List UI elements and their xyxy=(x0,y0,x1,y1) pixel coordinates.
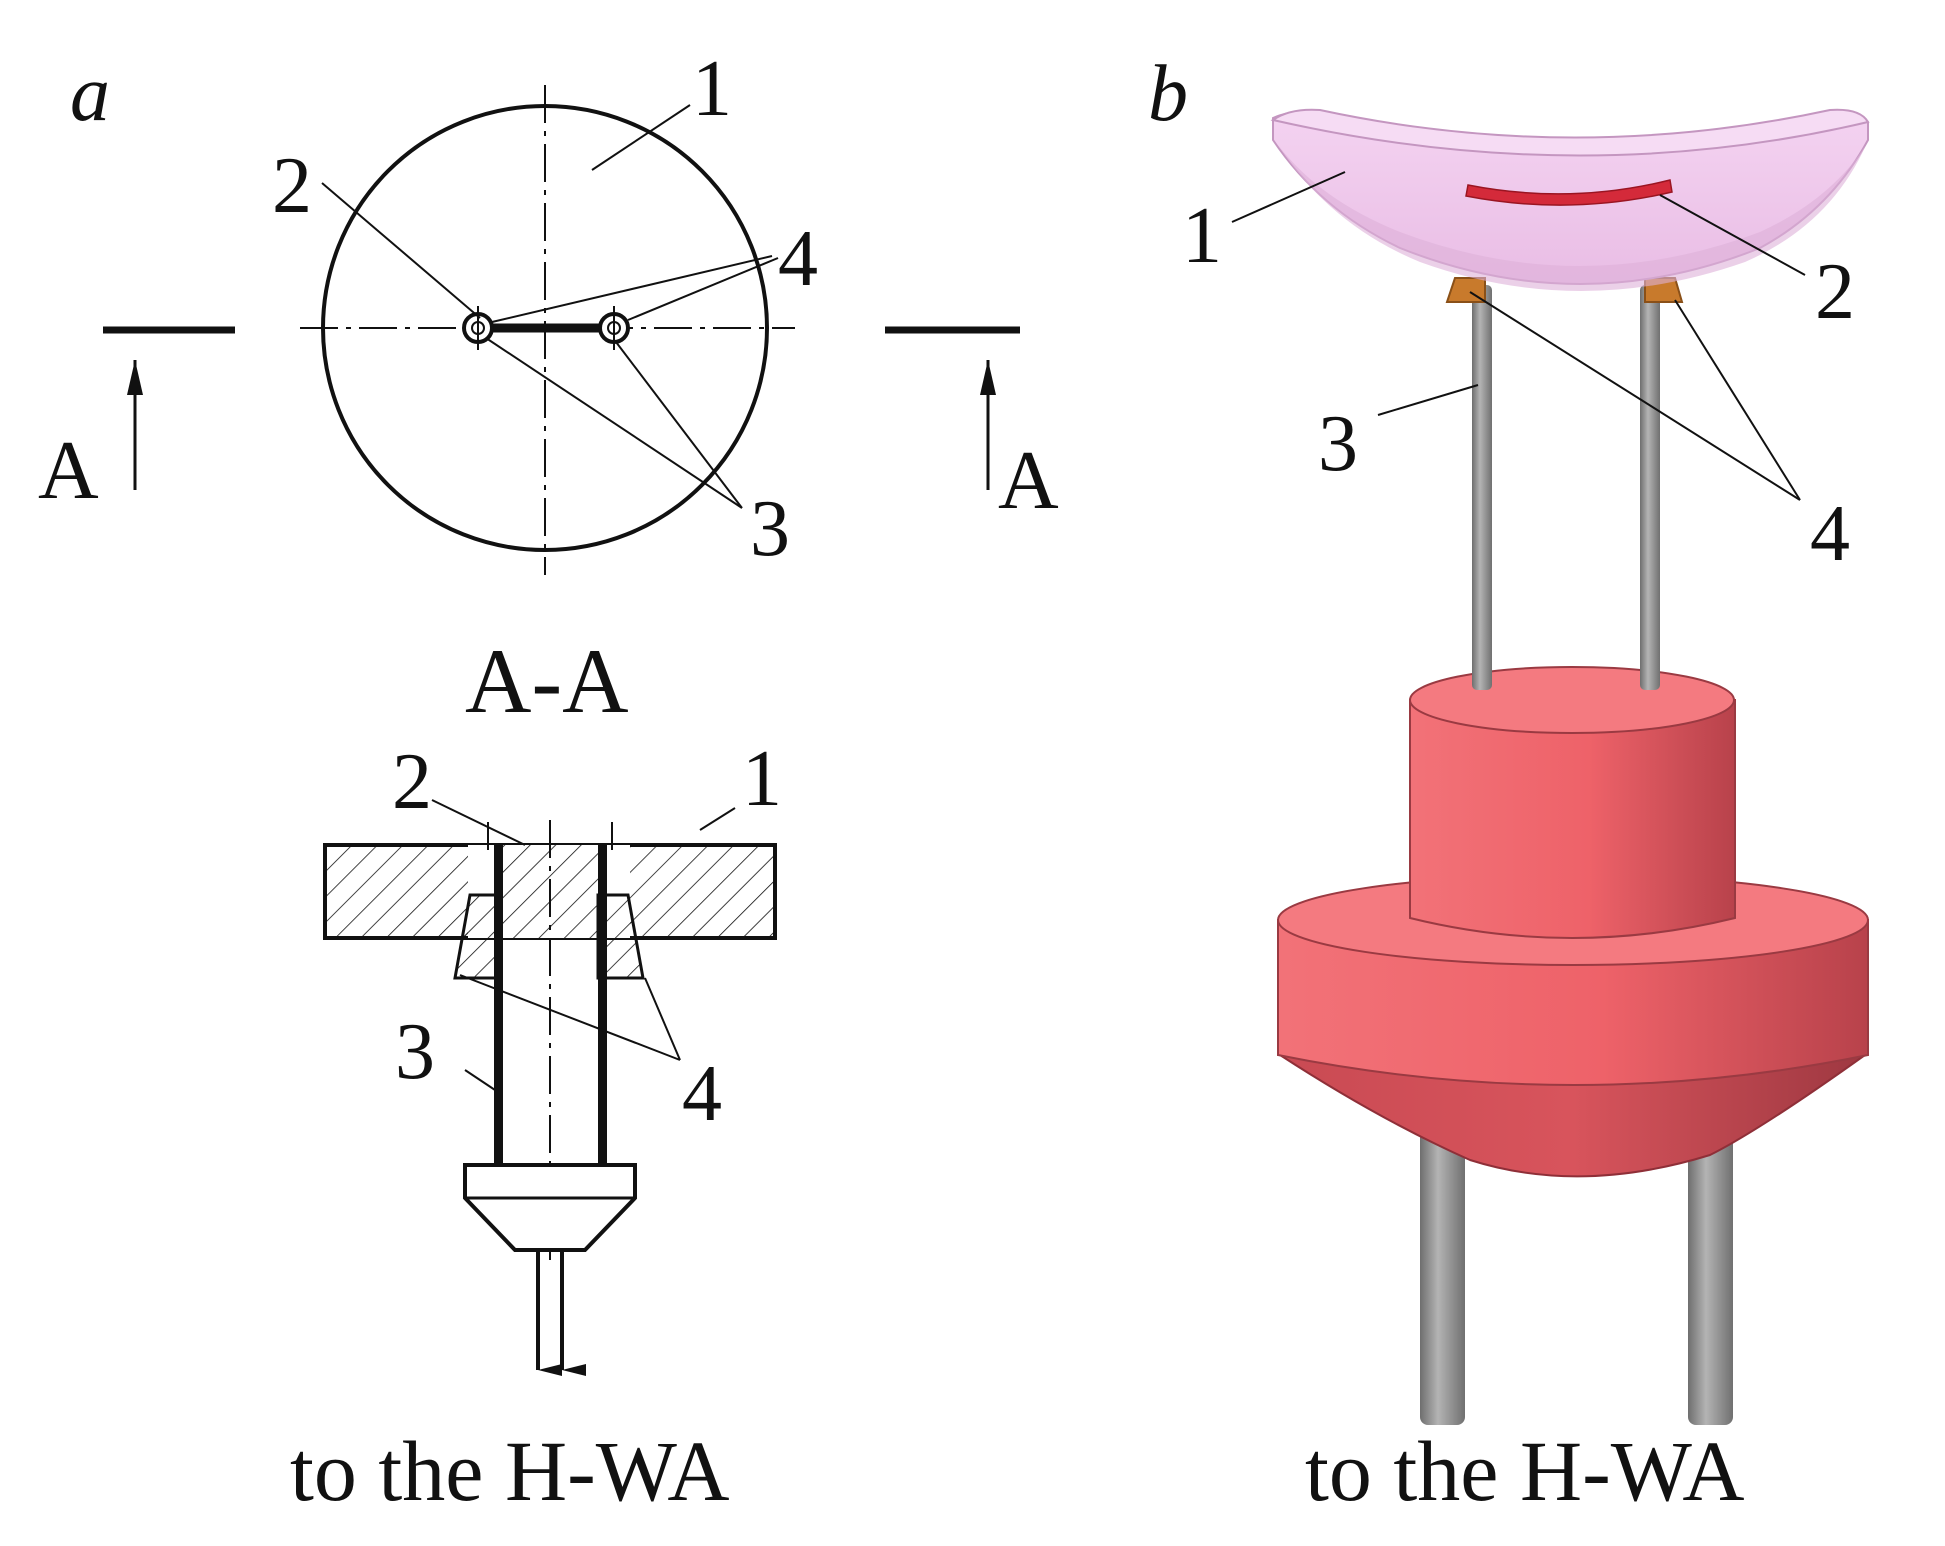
lower-rod-right xyxy=(1688,1080,1733,1425)
panel-b-letter: b xyxy=(1148,50,1188,138)
b-label-1: 1 xyxy=(1182,192,1222,280)
b-label-4: 4 xyxy=(1810,490,1850,578)
lens-top-face xyxy=(1270,108,1870,157)
b-leader-2 xyxy=(1659,194,1806,276)
b-leader-3 xyxy=(1377,384,1479,416)
sensor-stripe-3d xyxy=(1465,179,1673,206)
top-label-2: 2 xyxy=(272,142,312,230)
rod-right xyxy=(598,845,607,1165)
sec-label-3: 3 xyxy=(395,1008,435,1096)
b-leader-1 xyxy=(1231,171,1346,223)
top-view: 1 2 4 3 A A xyxy=(38,45,1059,575)
panel-a-caption: to the H-WA xyxy=(290,1423,729,1519)
rod-left xyxy=(494,845,503,1165)
hole-right xyxy=(598,306,630,350)
sec-leader-1 xyxy=(699,807,736,831)
section-title: A-A xyxy=(465,630,629,732)
lens-side-shade xyxy=(1278,145,1866,291)
holder-cylinder-top xyxy=(1409,666,1735,734)
top-label-3: 3 xyxy=(750,485,790,573)
leader-4a xyxy=(491,255,773,323)
b-leader-4a xyxy=(1469,291,1801,501)
section-view: 2 1 3 4 xyxy=(323,735,782,1376)
top-label-4: 4 xyxy=(778,215,818,303)
upper-rod-right xyxy=(1640,285,1660,690)
b-label-2: 2 xyxy=(1815,248,1855,336)
panel-b-caption: to the H-WA xyxy=(1305,1423,1744,1519)
model-3d: 1 2 3 4 xyxy=(1182,108,1870,1425)
leader-1 xyxy=(591,104,691,171)
leader-2 xyxy=(321,182,481,319)
sec-label-1: 1 xyxy=(742,735,782,823)
sec-label-4: 4 xyxy=(682,1050,722,1138)
sec-leader-3 xyxy=(464,1069,496,1091)
sec-leader-4a xyxy=(459,974,681,1061)
upper-rod-left xyxy=(1472,285,1492,690)
b-label-3: 3 xyxy=(1318,400,1358,488)
sec-label-2: 2 xyxy=(392,738,432,826)
leader-3b xyxy=(615,341,743,509)
leader-3a xyxy=(485,337,743,509)
b-leader-4b xyxy=(1674,299,1801,501)
sec-leader-2 xyxy=(431,799,526,846)
section-mark-left: A xyxy=(38,326,235,517)
top-label-1: 1 xyxy=(692,45,732,133)
section-letter-left: A xyxy=(38,424,99,517)
section-letter-right: A xyxy=(998,434,1059,527)
leader-4b xyxy=(627,257,779,321)
holder-cylinder-side xyxy=(1409,699,1736,939)
hole-left xyxy=(462,306,494,350)
connector-body xyxy=(463,1163,637,1252)
panel-a-letter: a xyxy=(70,50,110,138)
holder-disc-side xyxy=(1277,919,1869,1086)
lower-rod-left xyxy=(1420,1080,1465,1425)
sec-leader-4b xyxy=(644,977,681,1061)
section-mark-right: A xyxy=(885,326,1059,527)
